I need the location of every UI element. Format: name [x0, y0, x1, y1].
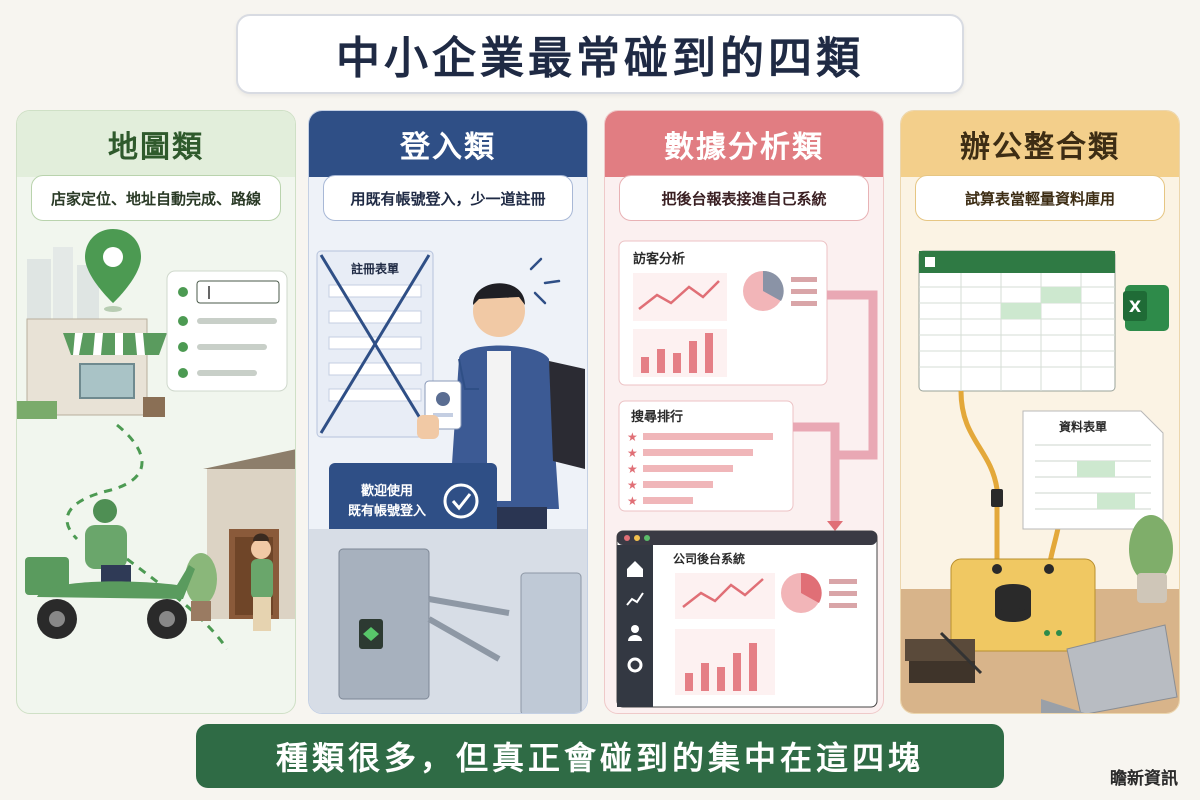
- title-box: 中小企業最常碰到的四類: [236, 14, 964, 94]
- database-icon: [995, 584, 1031, 622]
- svg-text:★: ★: [627, 462, 638, 476]
- footer-banner: 種類很多，但真正會碰到的集中在這四塊: [196, 724, 1004, 788]
- data-sheet-label: 資料表單: [1059, 419, 1107, 434]
- svg-text:★: ★: [627, 494, 638, 508]
- panel-map: 地圖類 店家定位、地址自動完成、路線: [16, 110, 296, 714]
- svg-text:X: X: [1129, 297, 1142, 316]
- panel-subtitle-office: 試算表當輕量資料庫用: [915, 175, 1165, 221]
- visitor-analysis-label: 訪客分析: [633, 251, 685, 267]
- search-ranking-label: 搜尋排行: [631, 409, 683, 425]
- page-title: 中小企業最常碰到的四類: [336, 33, 864, 84]
- panel-subtitle-data: 把後台報表接進自己系統: [619, 175, 869, 221]
- home-icon: [627, 561, 643, 577]
- chart-icon: [626, 592, 644, 606]
- company-backend-label: 公司後台系統: [673, 551, 745, 566]
- panel-subtitle-login: 用既有帳號登入，少一道註冊: [323, 175, 573, 221]
- check-icon: [443, 483, 479, 519]
- svg-text:★: ★: [627, 446, 638, 460]
- panel-heading-map: 地圖類: [17, 111, 295, 177]
- login-illustration: 註冊表單 歡迎使用 既有帳號登入: [309, 250, 587, 713]
- gear-icon: [627, 657, 643, 673]
- excel-icon: X: [1123, 285, 1169, 331]
- register-form-label: 註冊表單: [351, 261, 399, 276]
- brand-label: 瞻新資訊: [1110, 769, 1178, 789]
- panel-subtitle-map: 店家定位、地址自動完成、路線: [31, 175, 281, 221]
- welcome-line-2: 既有帳號登入: [348, 503, 426, 519]
- data-illustration: 訪客分析 搜尋排行 ★ ★ ★ ★ ★ 公司後台系統: [616, 240, 878, 708]
- welcome-line-1: 歡迎使用: [361, 483, 413, 499]
- location-pin-icon: [85, 229, 141, 312]
- panel-heading-data: 數據分析類: [605, 111, 883, 177]
- panel-heading-login: 登入類: [309, 111, 587, 177]
- panel-heading-office: 辦公整合類: [901, 111, 1179, 177]
- panel-data: 數據分析類 把後台報表接進自己系統 訪客分析 搜尋排行 ★ ★ ★ ★ ★: [604, 110, 884, 714]
- footer-text: 種類很多，但真正會碰到的集中在這四塊: [275, 739, 924, 777]
- user-icon: [628, 625, 642, 641]
- map-illustration: [17, 229, 295, 650]
- svg-text:★: ★: [627, 478, 638, 492]
- office-illustration: X 資料表單: [901, 250, 1179, 713]
- panel-login: 登入類 用既有帳號登入，少一道註冊 註冊表單 歡迎使用 既有帳號登入: [308, 110, 588, 714]
- svg-text:★: ★: [627, 430, 638, 444]
- panel-office: 辦公整合類 試算表當輕量資料庫用 X 資料表單: [900, 110, 1180, 714]
